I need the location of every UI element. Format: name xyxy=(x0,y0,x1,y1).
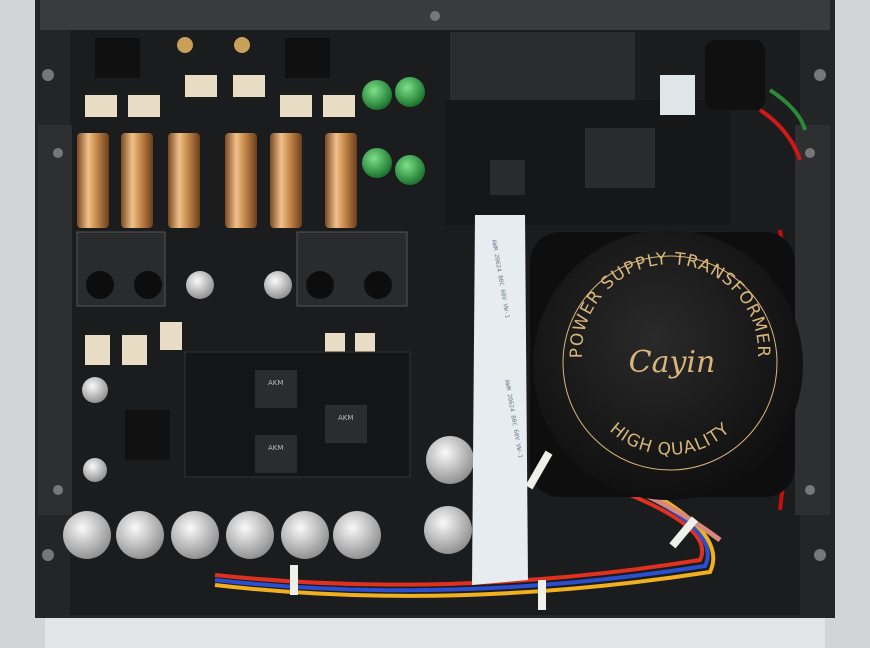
heatsink xyxy=(125,410,170,460)
dsp-chip xyxy=(585,128,655,188)
wire-sleeve xyxy=(705,40,765,110)
left-bracket xyxy=(38,125,72,515)
ribbon-cable: AWM 20624 80C 60V VW-1 AWM 20624 80C 60V… xyxy=(472,215,528,585)
screws xyxy=(42,11,826,561)
ribbon-connector xyxy=(660,75,695,115)
receiver-chip xyxy=(490,160,525,195)
green-capacitors xyxy=(362,77,425,185)
cayin-logo: Cayin xyxy=(629,345,716,380)
chip-label: AKM xyxy=(338,414,353,422)
front-panel-edge xyxy=(45,618,825,648)
tube-sockets xyxy=(76,231,408,307)
electrolytic-capacitors xyxy=(63,271,474,559)
chip-label: AKM xyxy=(268,444,283,452)
copper-film-capacitors xyxy=(77,133,357,228)
input-module-cover xyxy=(450,32,635,100)
akm-chips: AKM AKM AKM xyxy=(255,370,367,473)
cable-ties xyxy=(290,450,698,610)
power-supply-transformer: POWER SUPPLY TRANSFORMER HIGH QUALITY Ca… xyxy=(530,230,803,500)
chip-label: AKM xyxy=(268,379,283,387)
right-bracket xyxy=(795,125,830,515)
input-connectors xyxy=(95,37,330,78)
relays xyxy=(85,75,375,365)
dac-board xyxy=(184,351,411,478)
